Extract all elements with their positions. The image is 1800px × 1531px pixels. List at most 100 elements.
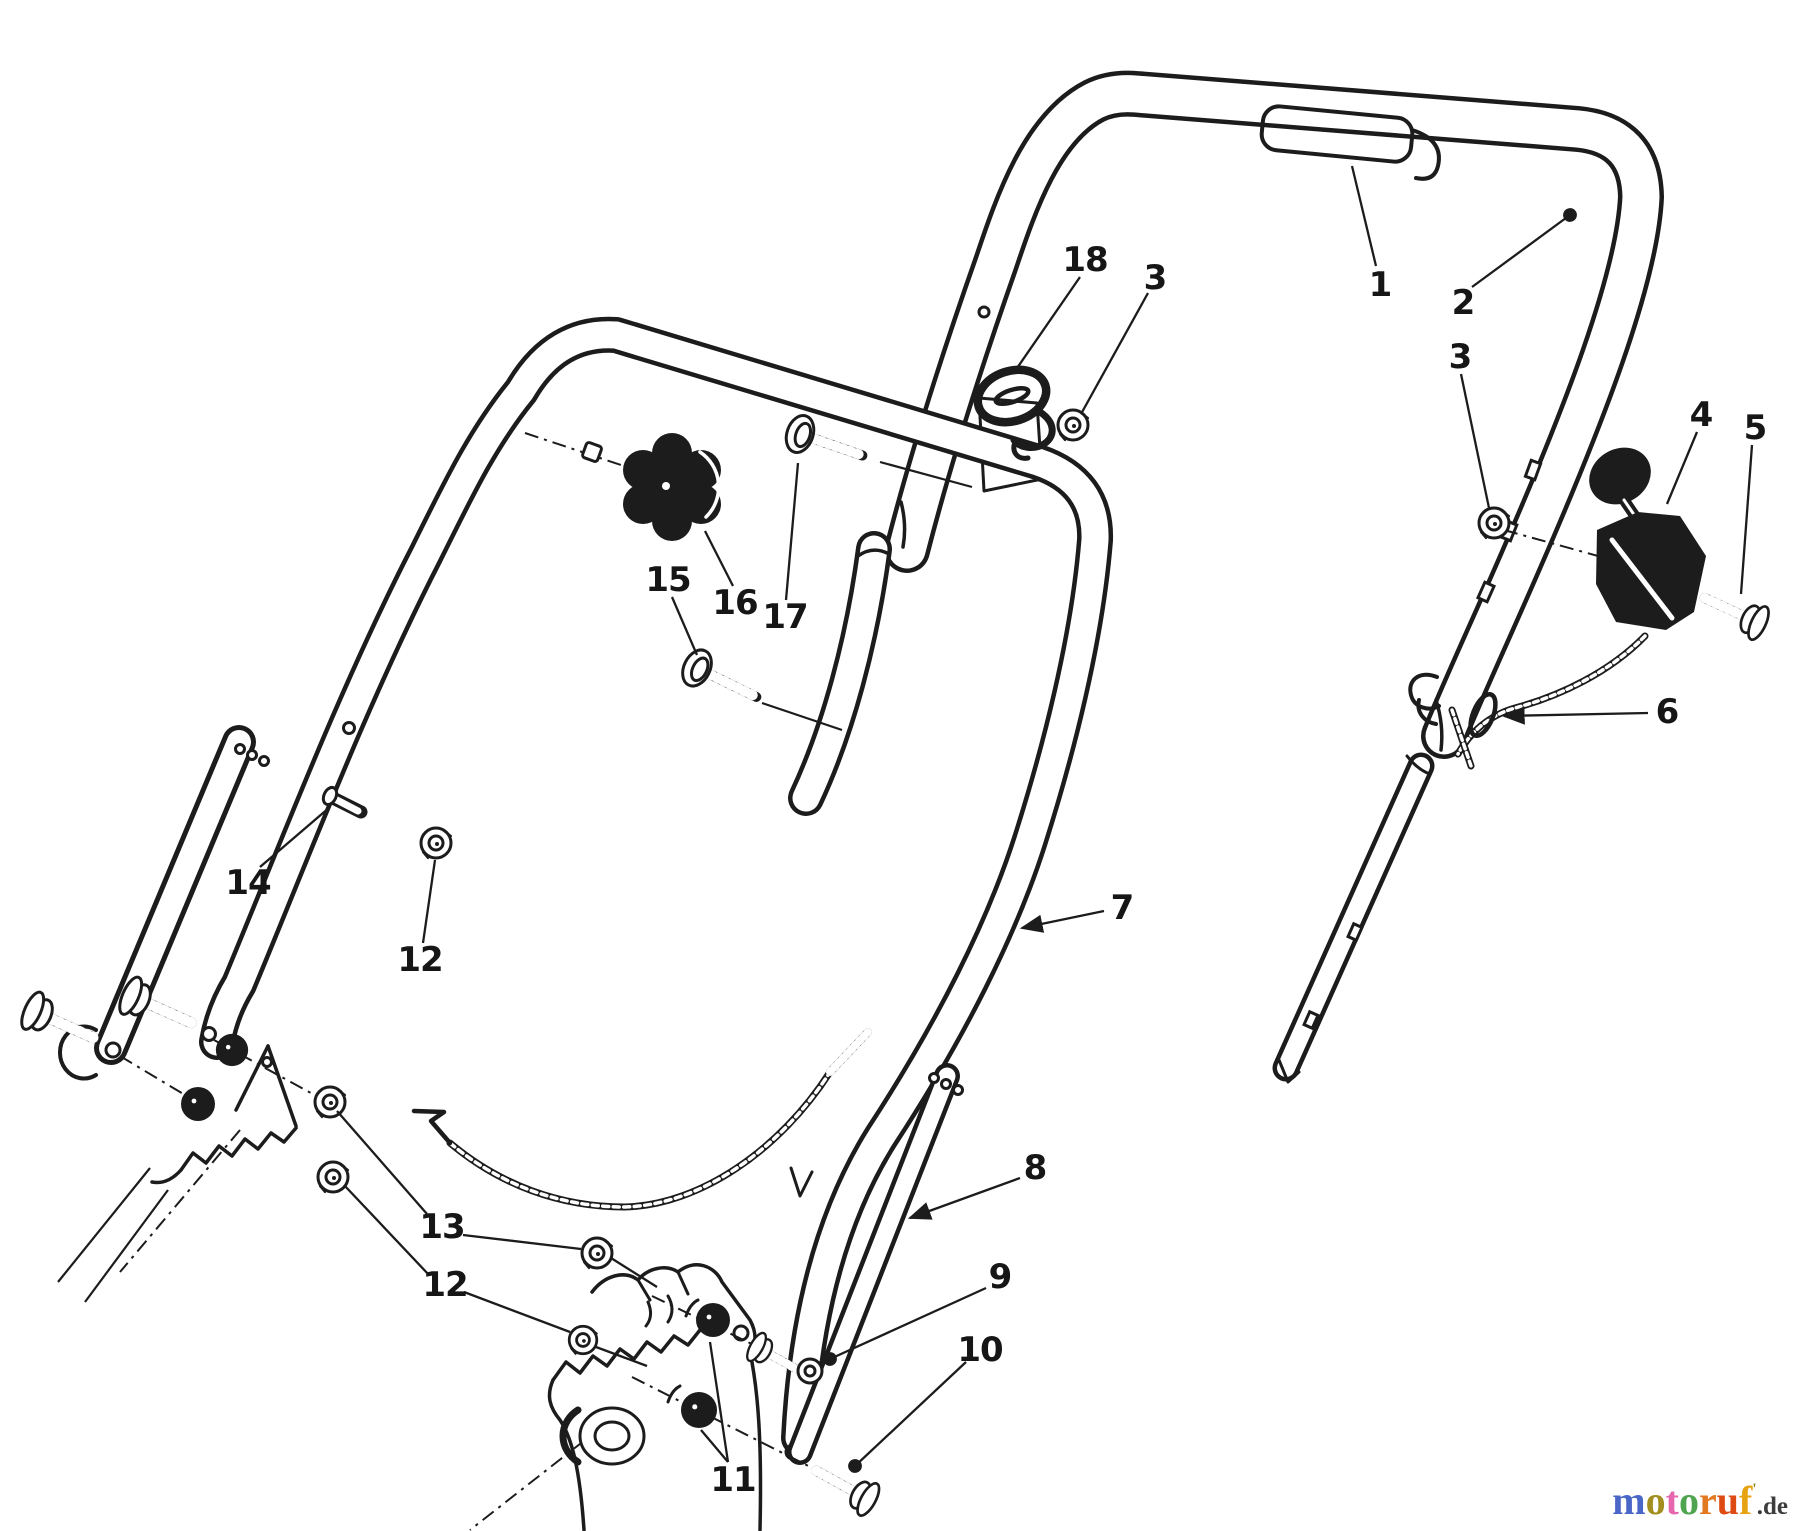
- right-support-strap-shape: [791, 1067, 956, 1461]
- callout-label-18: 18: [1062, 240, 1107, 280]
- left-deck-bracket-shape: [179, 1126, 298, 1172]
- rope-guide-hook-shape: [973, 365, 1051, 427]
- exploded-parts-diagram-shape: [1477, 506, 1511, 540]
- rope-guide-hook-shape: [1010, 408, 1056, 451]
- watermark-letter: u: [1716, 1478, 1739, 1523]
- watermark-letter: o: [1645, 1478, 1666, 1523]
- exploded-parts-diagram-shape: [567, 1324, 599, 1356]
- rope-guide-hook-shape: [993, 385, 1031, 407]
- center-deck-bracket: [547, 1263, 763, 1531]
- watermark-logo: motoruf'.de: [1612, 1481, 1788, 1521]
- clevis-pin-shape: [321, 785, 339, 807]
- tube-end-slot: [1434, 698, 1444, 752]
- upper-handle-tube-shape: [888, 75, 1660, 755]
- center-deck-bracket-shape: [547, 1378, 586, 1531]
- leader-line-7: [1019, 909, 1105, 933]
- grip-sleeve: [1259, 104, 1441, 181]
- leader-line-3: [1459, 373, 1491, 509]
- watermark-tick: ': [1752, 1481, 1757, 1498]
- throttle-control-shape: [1609, 537, 1675, 621]
- leader-line-13: [336, 1110, 428, 1215]
- callout-label-15: 15: [645, 560, 690, 600]
- right-lower-bar-shape: [1346, 921, 1364, 943]
- handle-leg-segment-shape: [856, 548, 889, 558]
- throttle-control: [1589, 447, 1706, 630]
- tube-hole: [342, 721, 356, 735]
- callout-label-12: 12: [422, 1265, 467, 1305]
- exploded-parts-diagram-shape: [696, 1303, 730, 1337]
- exploded-parts-diagram-shape: [419, 826, 453, 860]
- leader-line-13: [610, 1257, 658, 1288]
- callout-label-17: 17: [762, 597, 807, 637]
- callout-label-1: 1: [1369, 265, 1392, 305]
- handle-leg-segment-shape: [792, 535, 888, 812]
- leader-line-2: [1471, 208, 1577, 288]
- cable-guide-tabs-shape: [1475, 580, 1497, 604]
- callout-label-5: 5: [1744, 408, 1767, 448]
- clamp-knob: [623, 433, 721, 541]
- throttle-control-shape: [1589, 447, 1651, 505]
- callout-label-9: 9: [989, 1257, 1012, 1297]
- watermark-letter: r: [1698, 1478, 1717, 1523]
- clamp-knob-shape: [662, 482, 670, 490]
- left-deck-bracket-shape: [150, 1168, 183, 1185]
- clamp-knob-shape: [623, 484, 663, 524]
- cable-guide-tabs-shape: [1523, 458, 1543, 482]
- callout-label-3: 3: [1449, 337, 1472, 377]
- watermark-letter: t: [1665, 1478, 1679, 1523]
- exploded-parts-diagram-shape: [181, 1087, 215, 1121]
- exploded-parts-diagram-shape: [1697, 582, 1773, 643]
- axis-lines-shape: [879, 460, 973, 489]
- axis-lines-shape: [119, 1055, 191, 1099]
- axis-lines-shape: [469, 1439, 586, 1531]
- bracket-collar: [57, 1024, 98, 1081]
- leader-line-10: [848, 1361, 967, 1473]
- leader-line-17: [784, 462, 800, 601]
- callout-label-2: 2: [1452, 283, 1475, 323]
- leader-line-11: [708, 1341, 730, 1463]
- rope-guide-hook: [973, 365, 1056, 461]
- leader-line-5: [1739, 444, 1754, 595]
- exploded-parts-diagram-shape: [1056, 408, 1090, 442]
- tube-notch: [789, 1166, 814, 1198]
- leader-line-12: [421, 859, 437, 944]
- watermark-word: motoruf: [1612, 1481, 1752, 1521]
- watermark-letter: o: [1678, 1478, 1699, 1523]
- center-deck-bracket-shape: [593, 1420, 631, 1452]
- clamp-knob-shape: [652, 501, 692, 541]
- callout-label-4: 4: [1690, 395, 1713, 435]
- grip-sleeve-shape: [1410, 128, 1441, 181]
- exploded-parts-diagram-shape: [808, 1455, 884, 1519]
- right-support-strap-shape: [940, 1078, 952, 1090]
- center-deck-bracket-shape: [636, 1270, 690, 1328]
- throttle-cable-shape: [1450, 708, 1473, 768]
- throttle-cable: [1448, 632, 1649, 770]
- right-support-strap: [787, 1063, 964, 1465]
- rope-guide-hook-shape: [1011, 437, 1031, 461]
- right-lower-bar-shape: [1302, 1009, 1320, 1031]
- left-support-strap-shape: [234, 743, 246, 755]
- hub-flange: [559, 1406, 582, 1466]
- leader-line-18: [1014, 276, 1081, 372]
- right-support-strap-shape: [928, 1072, 940, 1084]
- bar-top-notch: [1405, 754, 1432, 776]
- left-support-strap-shape: [258, 755, 270, 767]
- brake-cable-shape: [826, 1028, 872, 1076]
- exploded-parts-diagram-shape: [580, 1236, 614, 1270]
- leader-line-12: [595, 1345, 648, 1368]
- callout-label-7: 7: [1111, 888, 1134, 928]
- brake-cable-shape: [411, 1108, 453, 1146]
- right-support-strap-shape: [952, 1084, 964, 1096]
- center-deck-bracket-shape: [551, 1328, 702, 1382]
- bolt9-washer: [796, 1357, 824, 1385]
- callout-label-14: 14: [225, 863, 271, 903]
- leader-line-1: [1350, 165, 1378, 267]
- clevis-pin: [321, 785, 368, 819]
- upper-handle-tube: [884, 70, 1664, 759]
- carriage-bolt-head: [581, 441, 603, 463]
- grip-sleeve-shape: [1259, 104, 1415, 164]
- lower-handle-tube-shape: [203, 321, 1109, 1452]
- exploded-parts-diagram-shape: [316, 1160, 350, 1194]
